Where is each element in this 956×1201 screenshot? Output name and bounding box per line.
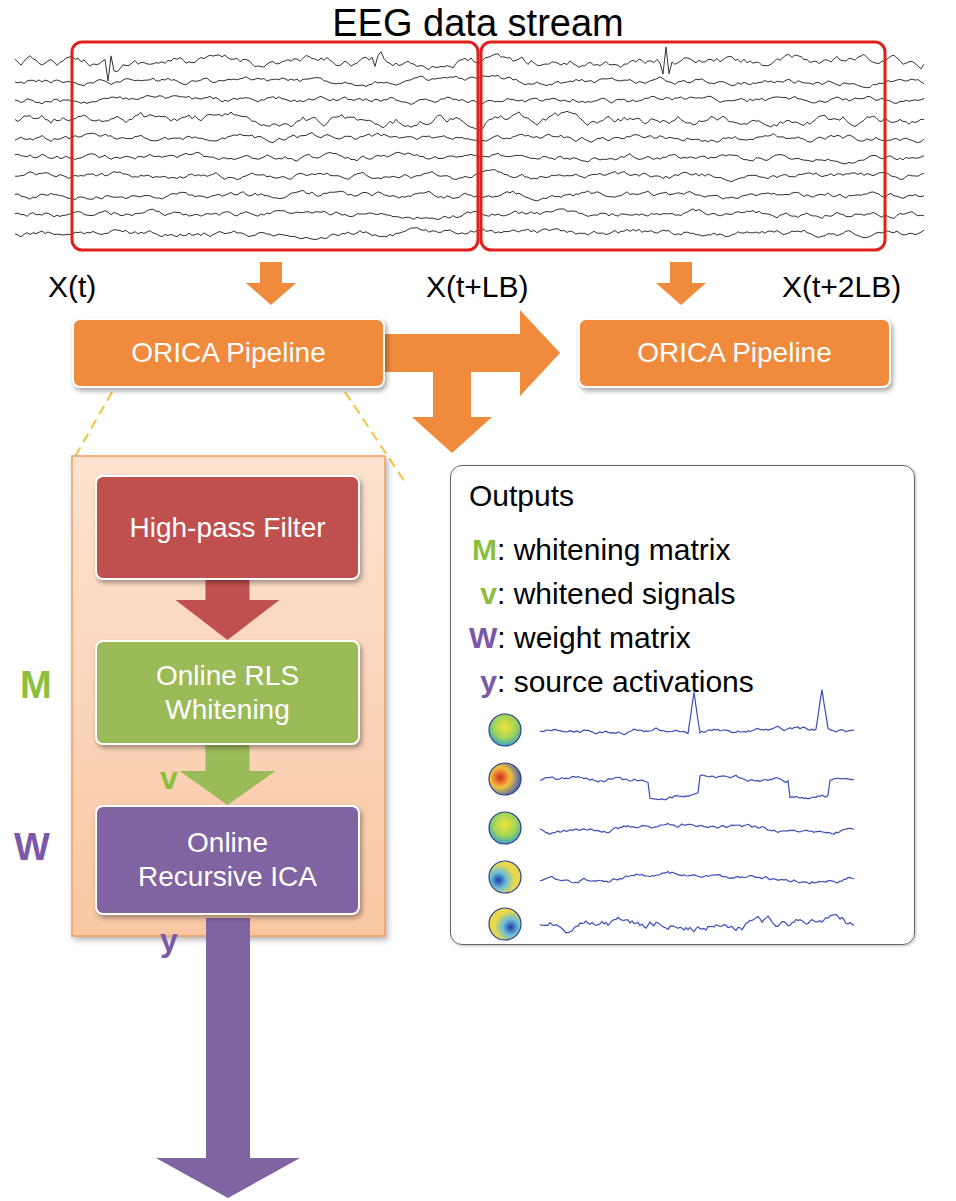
block-arrow: [176, 580, 280, 640]
panel-heading: Outputs: [469, 478, 896, 514]
pipeline-box: ORICA Pipeline: [72, 318, 385, 388]
eeg-traces: [15, 47, 924, 240]
box-label: ORICA Pipeline: [131, 336, 326, 370]
matrix-label: W: [14, 826, 50, 869]
source-trace: [540, 872, 854, 884]
eeg-trace: [15, 47, 924, 81]
time-label: X(t): [48, 270, 96, 304]
block-arrow: [180, 745, 276, 805]
time-label: X(t+2LB): [782, 270, 901, 304]
zoom-line: [72, 392, 112, 462]
signal-label: y: [160, 922, 178, 959]
output-item: M: whitening matrix: [469, 532, 896, 568]
source-traces: [540, 690, 854, 933]
eeg-trace: [15, 133, 924, 143]
source-trace: [540, 823, 854, 834]
eeg-trace: [15, 190, 924, 200]
eeg-trace: [15, 152, 924, 164]
box-label: Online RLS Whitening: [127, 659, 328, 726]
eeg-trace: [15, 95, 924, 104]
topography-maps: [489, 714, 521, 940]
process-box: High-pass Filter: [95, 475, 360, 580]
process-box: Online RLS Whitening: [95, 640, 360, 745]
signal-label: v: [160, 760, 178, 797]
output-item: v: whitened signals: [469, 576, 896, 612]
box-label: Online Recursive ICA: [127, 826, 328, 893]
diagram-title: EEG data stream: [0, 2, 956, 45]
time-label: X(t+LB): [426, 270, 529, 304]
source-trace: [540, 775, 854, 800]
output-item: W: weight matrix: [469, 620, 896, 656]
source-trace: [540, 915, 854, 933]
eeg-trace: [15, 111, 924, 130]
window-arrow: [246, 262, 296, 305]
output-arrow: [156, 918, 300, 1198]
window-frame: [72, 42, 478, 250]
pipeline-box: ORICA Pipeline: [578, 318, 891, 388]
window-arrow: [656, 262, 706, 305]
matrix-label: M: [20, 664, 52, 707]
output-item: y: source activations: [469, 664, 896, 700]
pipeline-panel: [72, 456, 385, 936]
eeg-trace: [15, 209, 924, 220]
window-frame: [481, 42, 885, 250]
eeg-trace: [15, 170, 924, 182]
box-label: ORICA Pipeline: [637, 336, 832, 370]
eeg-trace: [15, 75, 924, 87]
output-panel: Outputs M: whitening matrix v: whitened si…: [450, 465, 915, 945]
eeg-trace: [15, 228, 924, 240]
process-box: Online Recursive ICA: [95, 805, 360, 915]
block-arrow: [385, 334, 492, 453]
box-label: High-pass Filter: [129, 511, 325, 545]
